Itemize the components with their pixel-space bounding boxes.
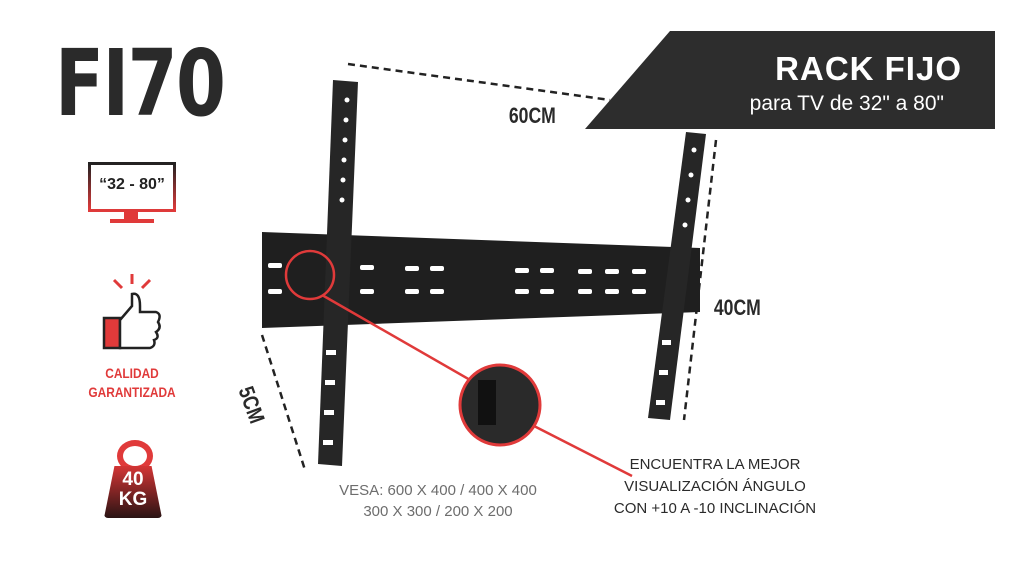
weight-icon: 40 KG xyxy=(104,440,162,520)
width-dimension: 60CM xyxy=(508,103,556,128)
quality-label-line2: GARANTIZADA xyxy=(88,384,176,400)
note-line1: ENCUENTRA LA MEJOR xyxy=(629,456,801,473)
model-name: FI70 xyxy=(55,30,226,137)
height-dimension: 40CM xyxy=(713,295,761,320)
note-line2: VISUALIZACIÓN ÁNGULO xyxy=(624,478,806,495)
banner-subtitle: para TV de 32" a 80" xyxy=(749,92,944,115)
quality-label-line1: CALIDAD xyxy=(105,365,159,381)
thumbs-up-icon xyxy=(102,274,161,350)
weight-value: 40 xyxy=(122,469,144,490)
note-line3: CON +10 A -10 INCLINACIÓN xyxy=(613,500,817,517)
monitor-icon: “32 - 80” xyxy=(88,162,176,223)
screen-range: “32 - 80” xyxy=(99,176,165,193)
title-banner xyxy=(585,31,995,129)
vesa-line1: VESA: 600 X 400 / 400 X 400 xyxy=(339,482,537,499)
vesa-line2: 300 X 300 / 200 X 200 xyxy=(363,503,513,520)
weight-unit: KG xyxy=(118,489,148,510)
banner-title: RACK FIJO xyxy=(775,50,962,87)
